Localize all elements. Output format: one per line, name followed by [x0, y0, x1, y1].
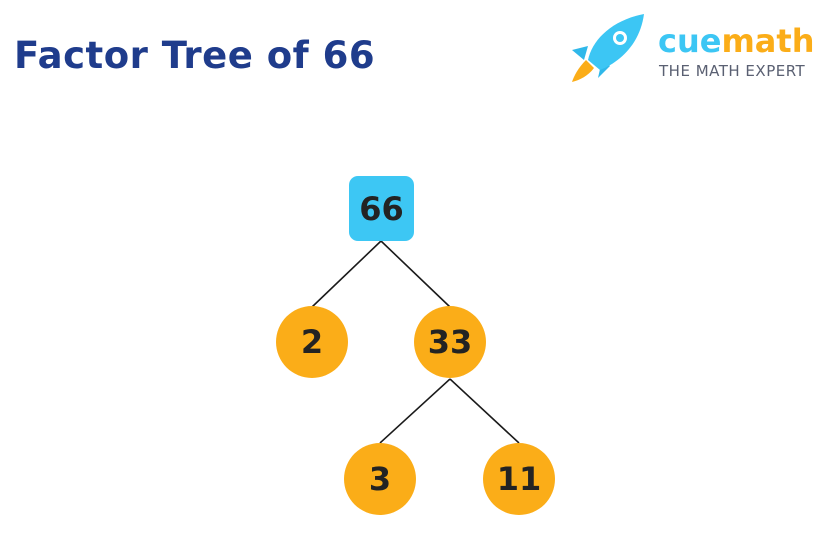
- node-11-circle: [483, 443, 555, 515]
- node-2-label: 2: [301, 323, 323, 361]
- brand-name-math: math: [721, 22, 815, 60]
- node-11: 11: [483, 443, 555, 515]
- brand-logo: cuemath THE MATH EXPERT: [568, 10, 826, 84]
- node-33-circle: [414, 306, 486, 378]
- node-2: 2: [276, 306, 348, 378]
- node-3-circle: [344, 443, 416, 515]
- edge-33-3: [379, 378, 451, 444]
- node-66-box: [349, 176, 414, 241]
- rocket-icon: [572, 14, 644, 82]
- brand-tagline: THE MATH EXPERT: [659, 62, 806, 80]
- node-33-label: 33: [428, 323, 473, 361]
- node-11-label: 11: [497, 460, 542, 498]
- brand-name: cuemath: [658, 24, 814, 58]
- node-3-label: 3: [369, 460, 391, 498]
- edge-33-11: [449, 378, 520, 444]
- node-66: 66: [349, 176, 414, 241]
- node-66-label: 66: [359, 190, 404, 228]
- node-2-circle: [276, 306, 348, 378]
- page-title: Factor Tree of 66: [14, 34, 376, 77]
- brand-name-cue: cue: [658, 22, 722, 60]
- node-33: 33: [414, 306, 486, 378]
- node-3: 3: [344, 443, 416, 515]
- edge-66-33: [380, 240, 451, 308]
- edge-66-2: [311, 240, 382, 308]
